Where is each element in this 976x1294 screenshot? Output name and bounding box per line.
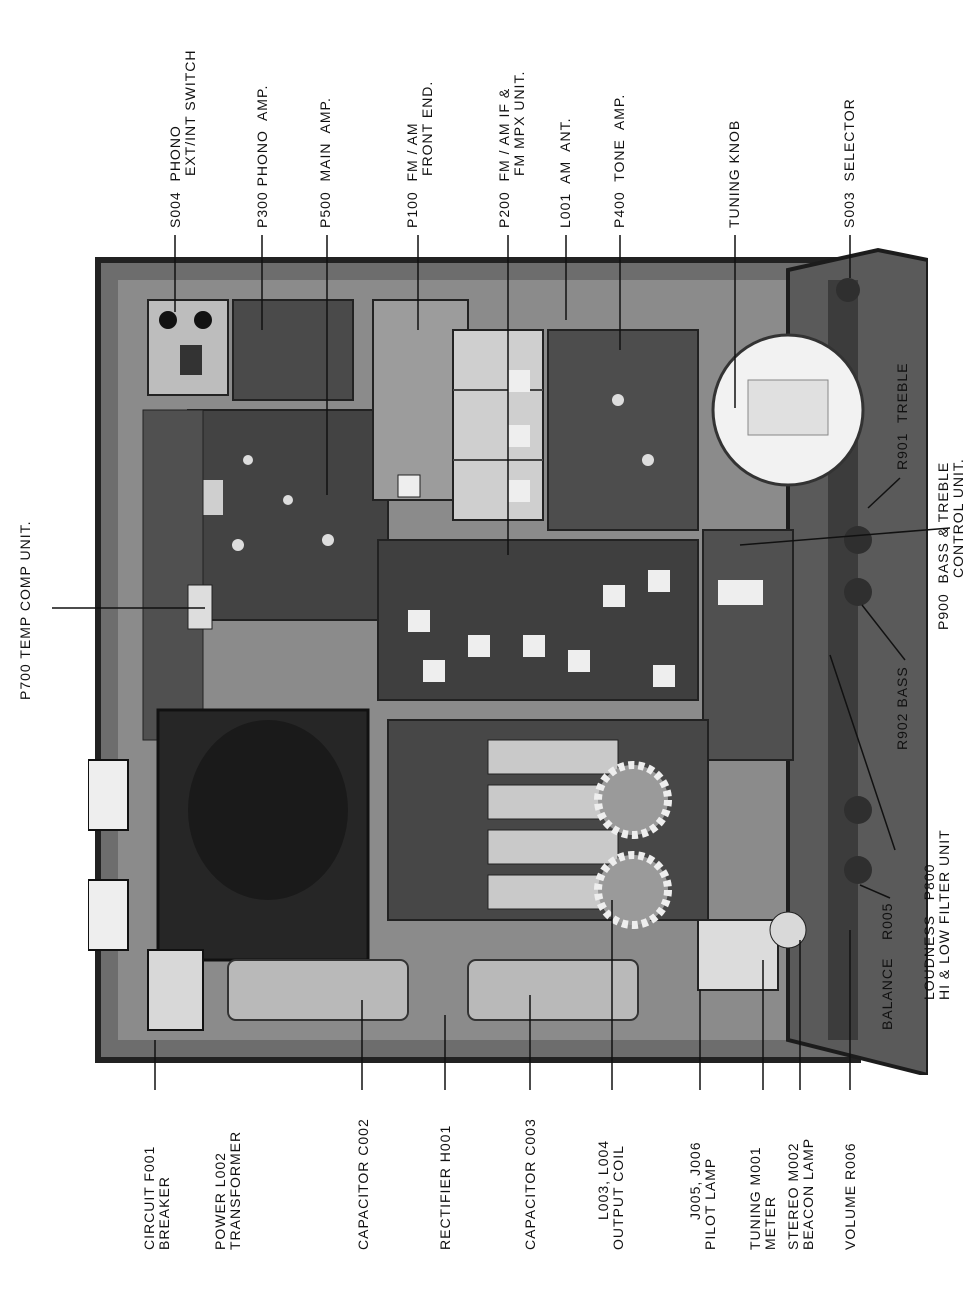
leader-r901 xyxy=(867,477,901,509)
label-r005: R005 xyxy=(879,902,895,940)
label-p300: P300 PHONO AMP. xyxy=(254,84,270,228)
label-r901: R901 TREBLE xyxy=(894,362,910,470)
capacitor-c003 xyxy=(467,959,639,1021)
label-p900: P900 BASS & TREBLE CONTROL UNIT. xyxy=(935,458,966,630)
label-r006: VOLUME R006 xyxy=(842,1142,858,1250)
knob-r901 xyxy=(844,526,872,554)
terminal-block-2 xyxy=(88,879,129,951)
chassis-photo xyxy=(88,247,928,1075)
board-p900 xyxy=(702,529,794,761)
knob-r902 xyxy=(844,578,872,606)
label-h001: RECTIFIER H001 xyxy=(437,1124,453,1250)
board-p300 xyxy=(232,299,354,401)
output-coil-2 xyxy=(594,851,672,929)
label-c003: CAPACITOR C003 xyxy=(522,1118,538,1250)
label-p800: LOUDNESS P800 HI & LOW FILTER UNIT xyxy=(921,829,952,1000)
label-r902: R902 BASS xyxy=(894,666,910,750)
output-coil-1 xyxy=(594,761,672,839)
knob-r005 xyxy=(844,796,872,824)
capacitor-c002 xyxy=(227,959,409,1021)
board-p400 xyxy=(547,329,699,531)
stereo-lamp xyxy=(769,911,807,949)
terminal-block-1 xyxy=(88,759,129,831)
label-l001: L001 AM ANT. xyxy=(557,117,573,228)
label-balance: BALANCE xyxy=(879,957,895,1030)
leader-r005 xyxy=(859,884,891,899)
circuit-breaker xyxy=(147,949,204,1031)
label-p200: P200 FM / AM IF & FM MPX UNIT. xyxy=(496,70,527,228)
label-p500: P500 MAIN AMP. xyxy=(317,97,333,228)
knob-r006 xyxy=(844,856,872,884)
leader-r902 xyxy=(861,604,906,661)
label-s003: S003 SELECTOR xyxy=(841,98,857,228)
label-tuning-knob: TUNING KNOB xyxy=(726,119,742,228)
tuning-meter xyxy=(697,919,779,991)
label-p700: P700 TEMP COMP UNIT. xyxy=(17,520,33,701)
knob-s003 xyxy=(836,278,860,302)
label-p400: P400 TONE AMP. xyxy=(611,93,627,228)
leader-p800 xyxy=(829,654,896,851)
leader-p900 xyxy=(739,527,951,546)
label-s004: S004 PHONO EXT/INT SWITCH xyxy=(167,49,198,228)
label-p100: P100 FM / AM FRONT END. xyxy=(404,80,435,228)
label-c002: CAPACITOR C002 xyxy=(355,1118,371,1250)
